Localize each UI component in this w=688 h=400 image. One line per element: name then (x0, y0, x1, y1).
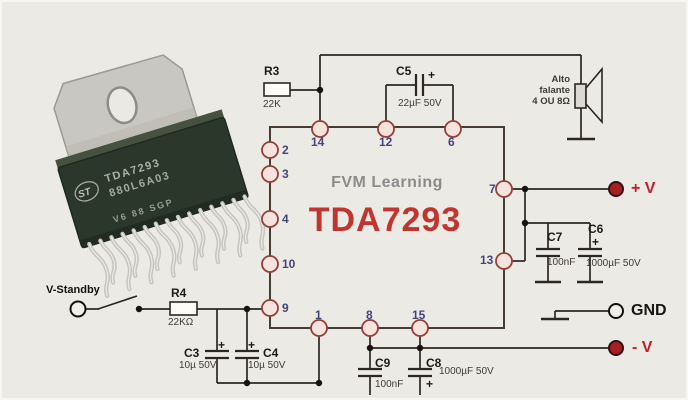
pin-10-label: 10 (282, 257, 296, 271)
junction-dots (135, 86, 529, 387)
vplus-label: + V (631, 180, 656, 197)
pin-12-label: 12 (379, 135, 393, 149)
c6-ref: C6 (588, 222, 604, 236)
standby-label: V-Standby (46, 284, 100, 296)
pin-6-label: 6 (448, 135, 455, 149)
pin-4-label: 4 (282, 212, 289, 226)
pin-13-label: 13 (480, 253, 494, 267)
c4-value: 10µ 50V (248, 360, 286, 371)
c5-ref: C5 (396, 64, 412, 78)
resistor-r4-body (169, 301, 198, 316)
chip-tab-hole (106, 86, 138, 125)
vplus-terminal (608, 181, 624, 197)
gnd-terminal (608, 303, 624, 319)
speaker-icon (574, 66, 603, 125)
pin-8-label: 8 (366, 308, 373, 322)
pin-9-label: 9 (282, 301, 289, 315)
r4-value: 22KΩ (168, 317, 194, 328)
c8-ref: C8 (426, 356, 442, 370)
brand-label: FVM Learning (331, 174, 443, 191)
c7-value: 100nF (547, 257, 576, 268)
c7-ref: C7 (547, 230, 563, 244)
pin-1-label: 1 (315, 308, 322, 322)
c6-plus: + (592, 235, 600, 249)
r4-ref: R4 (171, 286, 187, 300)
c5-plus: + (428, 68, 436, 82)
pin-15-label: 15 (412, 308, 426, 322)
c3-ref: C3 (184, 346, 200, 360)
standby-terminal (69, 300, 87, 318)
vminus-terminal (608, 340, 624, 356)
c6-value: 1000µF 50V (586, 258, 641, 269)
pin-3-label: 3 (282, 167, 289, 181)
chip-leads (87, 194, 266, 299)
r3-value: 22K (263, 99, 281, 110)
c9-value: 100nF (375, 379, 404, 390)
standby-switch-arm (97, 295, 138, 310)
pin-2-label: 2 (282, 143, 289, 157)
ic-part-number: TDA7293 (308, 201, 462, 239)
ic-pin-circles (261, 120, 513, 337)
r3-ref: R3 (264, 64, 280, 78)
speaker-label: Alto falante 4 OU 8Ω (532, 74, 570, 107)
resistor-r3-body (263, 82, 291, 97)
c4-plus: + (248, 338, 256, 352)
c4-ref: C4 (263, 346, 279, 360)
chip-photo: ST TDA7293 880L6A03 V6 88 SGP (53, 54, 266, 299)
c8-value: 1000µF 50V (439, 366, 494, 377)
pin-14-label: 14 (311, 135, 325, 149)
c3-value: 10µ 50V (179, 360, 217, 371)
c8-plus: + (426, 377, 434, 391)
pin-7-label: 7 (489, 182, 496, 196)
c9-ref: C9 (375, 356, 391, 370)
gnd-label: GND (631, 302, 667, 319)
c5-value: 22µF 50V (398, 98, 442, 109)
vminus-label: - V (632, 339, 653, 356)
c3-plus: + (218, 338, 226, 352)
chip-logo: ST (77, 186, 93, 201)
